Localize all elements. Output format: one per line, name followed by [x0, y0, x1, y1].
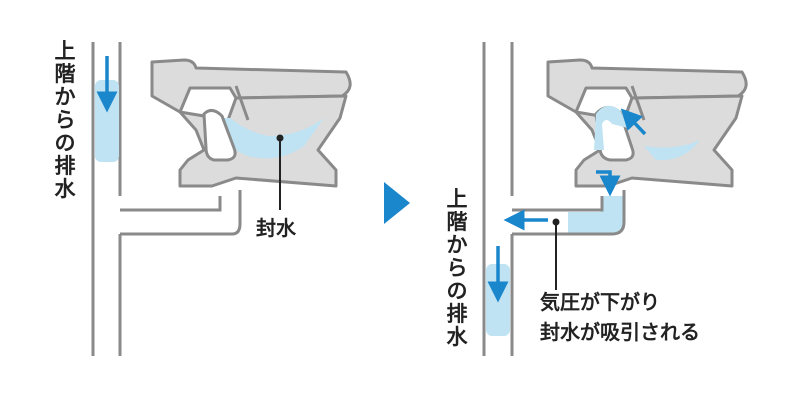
pressure-label-line2: 封水が吸引される — [540, 320, 700, 344]
label-char: 水 — [446, 325, 468, 349]
label-char: の — [446, 279, 468, 303]
left-seal-water — [216, 118, 324, 159]
left-seal-water-label: 封水 — [256, 216, 296, 240]
label-char: の — [54, 131, 76, 155]
left-label-from-upper-floor: 上 階 か ら の 排 水 — [52, 40, 78, 201]
label-char: 水 — [54, 177, 76, 201]
right-up-arrow-icon — [620, 108, 647, 136]
label-char: か — [54, 85, 76, 109]
right-toilet — [546, 58, 748, 188]
left-drain-pipe — [120, 190, 242, 236]
right-stack-pipe — [482, 42, 514, 356]
pressure-drop-label: 気圧が下がり 封水が吸引される — [540, 290, 700, 344]
label-char: 排 — [446, 302, 468, 326]
right-panel — [482, 42, 748, 356]
right-drain-water — [568, 196, 624, 234]
label-char: ら — [54, 108, 76, 132]
label-char: 上 — [446, 187, 468, 211]
label-char: 排 — [54, 154, 76, 178]
left-toilet — [150, 58, 352, 188]
right-trap-water — [594, 105, 628, 150]
pressure-label-line1: 気圧が下がり — [540, 290, 660, 314]
right-down-hook-arrow-icon — [596, 170, 621, 197]
left-panel — [91, 42, 352, 356]
triangle-right-icon — [384, 182, 410, 224]
right-label-from-upper-floor: 上 階 か ら の 排 水 — [444, 188, 470, 349]
label-char: ら — [446, 256, 468, 280]
label-char: 階 — [54, 62, 76, 86]
right-seal-water — [644, 140, 700, 161]
right-drain-pipe — [512, 190, 626, 236]
left-stack-pipe — [91, 42, 122, 356]
label-char: 階 — [446, 210, 468, 234]
label-char: か — [446, 233, 468, 257]
label-char: 上 — [54, 39, 76, 63]
